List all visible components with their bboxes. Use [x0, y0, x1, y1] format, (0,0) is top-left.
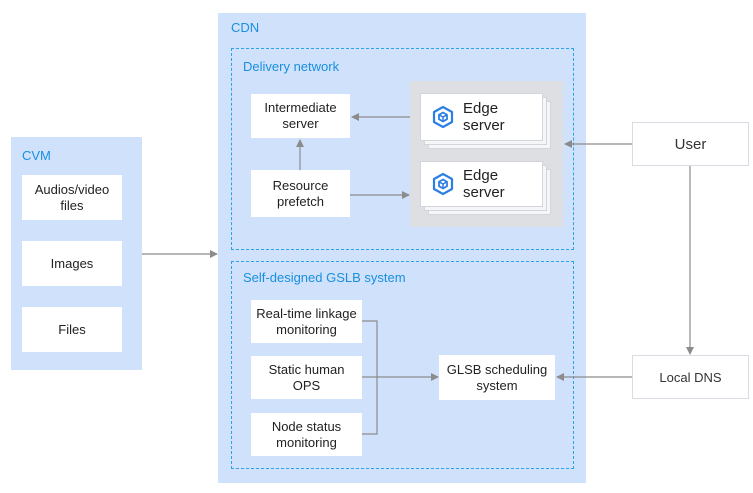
- edge-server-label: Edge server: [463, 100, 505, 134]
- intermediate-server: Intermediate server: [251, 94, 350, 138]
- user-node: User: [632, 122, 749, 166]
- cvm-item-audio-video: Audios/video files: [22, 175, 122, 220]
- cvm-item-images: Images: [22, 241, 122, 286]
- edge-server-1: Edge server: [420, 93, 543, 141]
- realtime-linkage-monitoring: Real-time linkage monitoring: [251, 300, 362, 343]
- cvm-title: CVM: [22, 148, 51, 163]
- resource-prefetch: Resource prefetch: [251, 170, 350, 217]
- delivery-network-group: [231, 48, 574, 250]
- cube-icon: [431, 105, 455, 129]
- gslb-system-group: [231, 261, 574, 469]
- edge-server-label: Edge server: [463, 167, 505, 201]
- static-human-ops: Static human OPS: [251, 356, 362, 399]
- node-status-monitoring: Node status monitoring: [251, 413, 362, 456]
- cvm-item-files: Files: [22, 307, 122, 352]
- gslb-system-title: Self-designed GSLB system: [243, 270, 406, 285]
- edge-server-2: Edge server: [420, 161, 543, 207]
- cube-icon: [431, 172, 455, 196]
- glsb-scheduling-system: GLSB scheduling system: [439, 355, 555, 400]
- local-dns-node: Local DNS: [632, 355, 749, 399]
- cdn-title: CDN: [231, 20, 260, 35]
- delivery-network-title: Delivery network: [243, 59, 340, 74]
